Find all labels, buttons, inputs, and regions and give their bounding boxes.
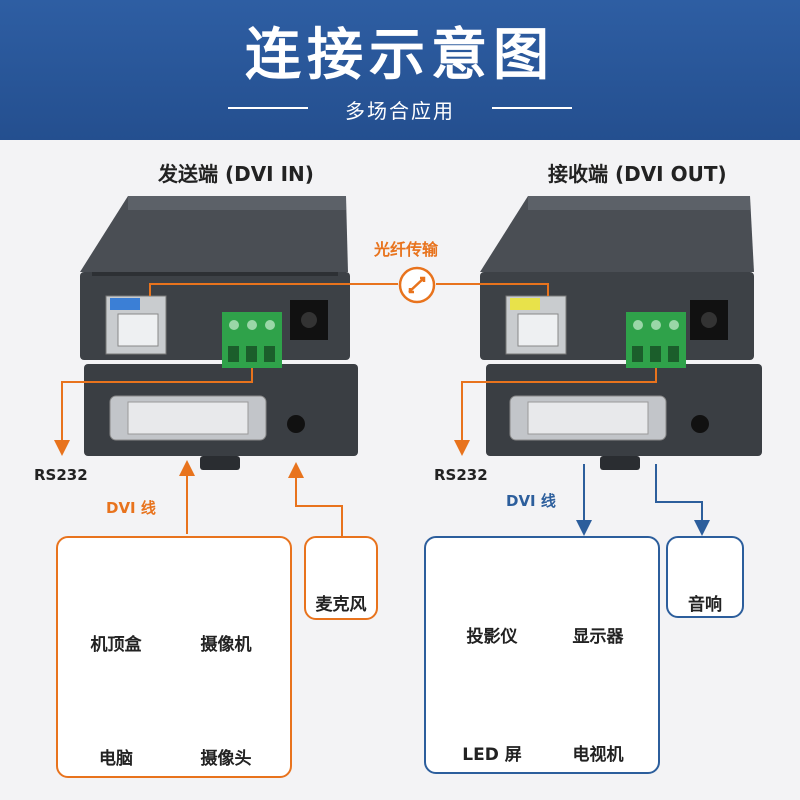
dvi-cable-label-sender: DVI 线 [106, 499, 156, 517]
source-label-0: 机顶盒 [90, 635, 142, 655]
microphone-label: 麦克风 [315, 595, 367, 615]
receiver-device [480, 196, 762, 470]
source-label-3: 摄像头 [200, 749, 252, 769]
rs232-line-sender [54, 368, 253, 456]
source-devices-box [56, 536, 292, 778]
source-label-1: 摄像机 [200, 635, 252, 655]
fiber-link [149, 266, 549, 304]
header-divider-right [492, 107, 572, 109]
display-label-2: LED 屏 [462, 745, 522, 765]
mic-input-arrow [288, 462, 343, 536]
audio-jack-sender [287, 415, 305, 433]
receiver-title: 接收端 (DVI OUT) [548, 162, 727, 186]
dvi-cable-label-receiver: DVI 线 [506, 492, 556, 510]
source-label-2: 电脑 [99, 749, 133, 769]
header-divider-left [228, 107, 308, 109]
sender-title: 发送端 (DVI IN) [158, 162, 314, 186]
header-banner: 连接示意图 多场合应用 [0, 0, 800, 140]
sender-device [80, 196, 358, 470]
rs232-label-sender: RS232 [34, 466, 88, 484]
display-devices-box [424, 536, 660, 774]
rs232-line-receiver [454, 368, 657, 456]
speaker-label: 音响 [688, 595, 722, 615]
fiber-link-label: 光纤传输 [374, 240, 439, 259]
audio-jack-receiver [691, 415, 709, 433]
page-subtitle: 多场合应用 [345, 99, 455, 123]
audio-output-arrow [655, 464, 710, 536]
speaker-box [666, 536, 744, 618]
display-label-3: 电视机 [572, 745, 624, 765]
display-label-0: 投影仪 [466, 627, 518, 647]
microphone-box [304, 536, 378, 620]
rs232-label-receiver: RS232 [434, 466, 488, 484]
page-title: 连接示意图 [245, 23, 555, 88]
display-label-1: 显示器 [572, 627, 624, 647]
